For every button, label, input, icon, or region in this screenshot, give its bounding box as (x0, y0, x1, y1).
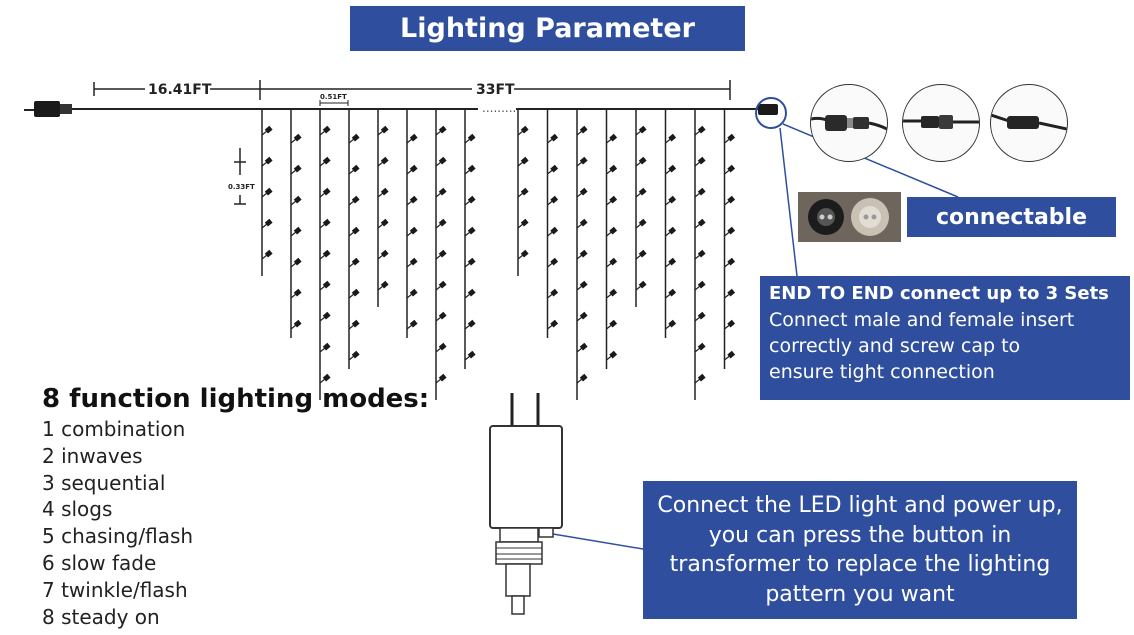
mode-button-icon (538, 527, 554, 538)
transformer-note: Connect the LED light and power up, you … (643, 481, 1077, 619)
connector-photo-2 (902, 84, 980, 162)
button-callout-line (552, 533, 644, 550)
end-to-end-line: correctly and screw cap to (769, 335, 1021, 357)
transformer-icon (489, 393, 563, 615)
mode-item: 3 sequential (42, 470, 166, 495)
drop-spacing-label: 0.51FT (320, 93, 347, 101)
end-to-end-info: END TO END connect up to 3 Sets Connect … (760, 276, 1130, 400)
title-text: Lighting Parameter (400, 13, 695, 44)
wire-ellipsis: ......... (482, 101, 516, 115)
end-to-end-callout-line (779, 127, 798, 277)
mode-item: 7 twinkle/flash (42, 577, 188, 602)
total-length-label: 33FT (476, 82, 515, 98)
connector-photo-3 (990, 84, 1068, 162)
plug-icon (34, 101, 60, 117)
mode-item: 8 steady on (42, 604, 160, 629)
modes-title: 8 function lighting modes: (42, 384, 430, 414)
mode-item: 6 slow fade (42, 550, 157, 575)
end-connector-icon (758, 104, 778, 115)
end-to-end-line: ensure tight connection (769, 361, 995, 383)
mode-item: 4 slogs (42, 497, 113, 522)
plug-neck (60, 104, 72, 114)
mode-item: 2 inwaves (42, 443, 143, 468)
title-banner: Lighting Parameter (350, 6, 745, 51)
connectable-label: connectable (907, 197, 1116, 237)
mode-item: 5 chasing/flash (42, 524, 194, 549)
connector-highlight-circle (755, 97, 787, 129)
connector-photo-1 (810, 84, 888, 162)
end-to-end-heading: END TO END connect up to 3 Sets (769, 283, 1109, 304)
bulb-spacing-label: 0.33FT (228, 183, 255, 191)
mode-item: 1 combination (42, 417, 186, 441)
lead-length-label: 16.41FT (148, 82, 212, 98)
icicle-drops (261, 109, 736, 400)
end-to-end-line: Connect male and female insert (769, 309, 1075, 331)
connector-insert-photo (798, 192, 901, 242)
lighting-modes-list: 8 function lighting modes: 1 combination… (42, 384, 429, 630)
